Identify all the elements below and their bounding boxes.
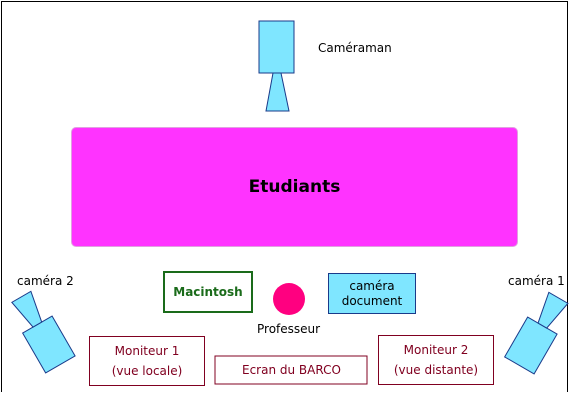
barco-label: Ecran du BARCO xyxy=(242,363,341,377)
camera-2-icon xyxy=(11,290,76,374)
monitor-2-label-line2: (vue distante) xyxy=(393,363,479,377)
monitor-1-label-line2: (vue locale) xyxy=(111,364,183,378)
macintosh-box: Macintosh xyxy=(163,271,253,313)
monitor-2-box: Moniteur 2 (vue distante) xyxy=(378,335,494,385)
camera-1-icon xyxy=(503,291,569,375)
barco-screen xyxy=(214,355,368,385)
students-label: Etudiants xyxy=(248,177,341,197)
camera-1-label: caméra 1 xyxy=(508,274,565,288)
monitor-1-label-line1: Moniteur 1 xyxy=(114,344,180,358)
monitor-2-label-line1: Moniteur 2 xyxy=(403,343,469,357)
macintosh-label: Macintosh xyxy=(173,285,243,299)
document-camera-label-line2: document xyxy=(341,293,403,308)
camera-2-label: caméra 2 xyxy=(17,274,74,288)
professor-label: Professeur xyxy=(257,322,321,336)
document-camera-label-line1: caméra xyxy=(349,278,395,293)
students-area: Etudiants xyxy=(71,127,518,247)
cameraman-camera-icon xyxy=(258,20,295,112)
professor-marker xyxy=(273,283,305,315)
monitor-1-box: Moniteur 1 (vue locale) xyxy=(89,336,205,386)
cameraman-label: Caméraman xyxy=(318,41,392,55)
document-camera-box: caméra document xyxy=(328,273,416,314)
